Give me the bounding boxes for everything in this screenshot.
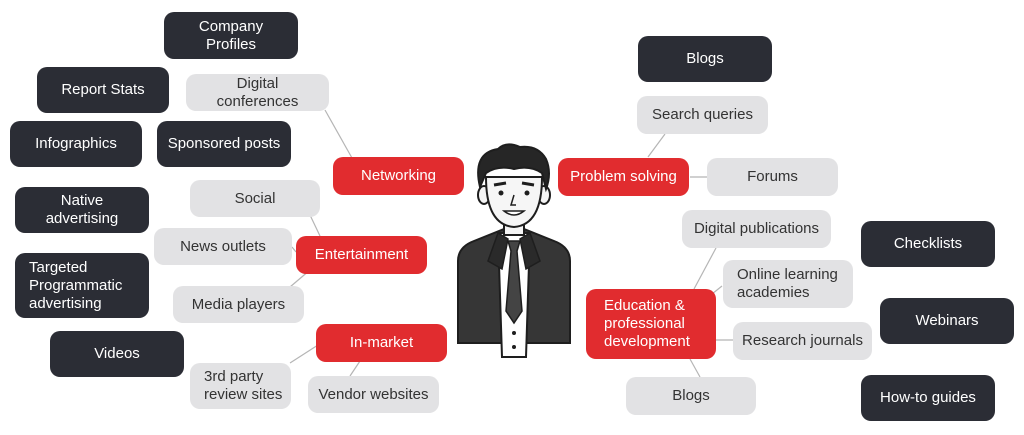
- content-checklists: Checklists: [861, 221, 995, 267]
- content-sponsored-posts: Sponsored posts: [157, 121, 291, 167]
- content-videos: Videos: [50, 331, 184, 377]
- channel-online-learning-academies: Online learning academies: [723, 260, 853, 308]
- channel-media-players: Media players: [173, 286, 304, 323]
- businessman-avatar-icon: [457, 143, 571, 358]
- content-how-to-guides: How-to guides: [861, 375, 995, 421]
- category-networking: Networking: [333, 157, 464, 195]
- channel-3rd-party-review-sites: 3rd party review sites: [190, 363, 291, 409]
- content-infographics: Infographics: [10, 121, 142, 167]
- channel-social: Social: [190, 180, 320, 217]
- category-entertainment: Entertainment: [296, 236, 427, 274]
- channel-vendor-websites: Vendor websites: [308, 376, 439, 413]
- channel-search-queries: Search queries: [637, 96, 768, 134]
- content-report-stats: Report Stats: [37, 67, 169, 113]
- channel-digital-publications: Digital publications: [682, 210, 831, 248]
- content-native-advertising: Native advertising: [15, 187, 149, 233]
- category-in-market: In-market: [316, 324, 447, 362]
- channel-digital-conferences: Digital conferences: [186, 74, 329, 111]
- channel-blogs: Blogs: [626, 377, 756, 415]
- content-targeted-programmatic-advertising: Targeted Programmatic advertising: [15, 253, 149, 318]
- content-webinars: Webinars: [880, 298, 1014, 344]
- content-company-profiles: Company Profiles: [164, 12, 298, 59]
- channel-research-journals: Research journals: [733, 322, 872, 360]
- content-blogs: Blogs: [638, 36, 772, 82]
- category-problem-solving: Problem solving: [558, 158, 689, 196]
- channel-news-outlets: News outlets: [154, 228, 292, 265]
- channel-forums: Forums: [707, 158, 838, 196]
- category-education: Education & professional development: [586, 289, 716, 359]
